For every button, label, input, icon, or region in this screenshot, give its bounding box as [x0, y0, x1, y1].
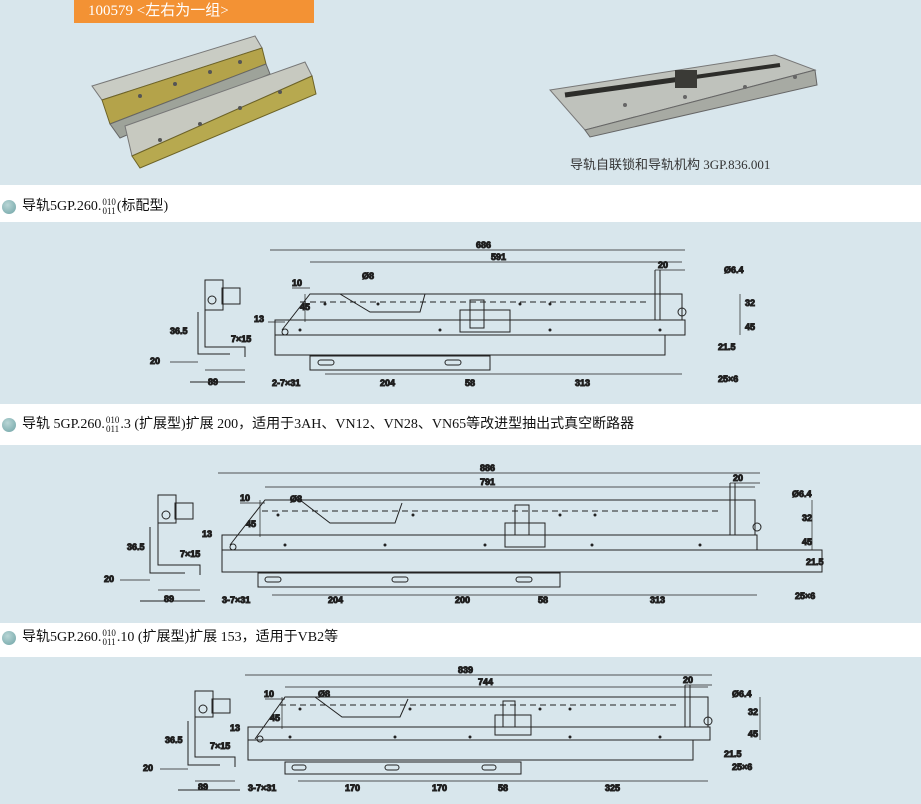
dim-hole: Ø6.4	[792, 489, 812, 499]
dim-45-right: 45	[748, 729, 758, 739]
dim-45-right: 45	[745, 322, 755, 332]
dim-total: 686	[476, 240, 491, 250]
dim-hole: Ø6.4	[732, 689, 752, 699]
dim-32: 32	[745, 298, 755, 308]
dim-seg-1: 204	[328, 595, 343, 605]
dim-7x15: 7×15	[210, 741, 230, 751]
dim-7x15: 7×15	[231, 334, 251, 344]
interlock-mechanism-photo	[549, 54, 818, 138]
dim-36-5: 36.5	[170, 326, 188, 336]
drawing-band-2	[0, 445, 921, 623]
dim-25x6: 25×6	[795, 591, 815, 601]
photo-caption: 导轨自联锁和导轨机构 3GP.836.001	[570, 157, 771, 172]
dim-20-left: 20	[150, 356, 160, 366]
dim-inner: 744	[478, 677, 493, 687]
dim-13: 13	[230, 723, 240, 733]
dim-10: 10	[292, 278, 302, 288]
dim-45-left: 45	[300, 302, 310, 312]
dim-89: 89	[208, 377, 218, 387]
dim-seg-3: 58	[538, 595, 548, 605]
dim-seg-4: 325	[605, 783, 620, 793]
bullet-icon	[2, 418, 16, 432]
dim-seg-2: 200	[455, 595, 470, 605]
dim-total: 886	[480, 463, 495, 473]
dim-21-5: 21.5	[718, 342, 736, 352]
dim-89: 89	[164, 594, 174, 604]
dim-phi8: Ø8	[318, 689, 330, 699]
end-view-bracket	[178, 690, 240, 791]
dim-seg-2: 58	[465, 378, 475, 388]
dim-32: 32	[748, 707, 758, 717]
dim-36-5: 36.5	[127, 542, 145, 552]
bullet-icon	[2, 200, 16, 214]
end-view-bracket	[140, 494, 205, 602]
dim-7x15: 7×15	[180, 549, 200, 559]
dim-hole: Ø6.4	[724, 265, 744, 275]
dim-total: 839	[458, 665, 473, 675]
dim-45-right: 45	[802, 537, 812, 547]
dim-20: 20	[733, 473, 743, 483]
dim-slots: 2-7×31	[272, 378, 300, 388]
dim-inner: 791	[480, 477, 495, 487]
dim-25x6: 25×6	[718, 374, 738, 384]
dim-20-left: 20	[143, 763, 153, 773]
dim-10: 10	[264, 689, 274, 699]
rail-drawing-1: 686 591 20 Ø6.4 10 Ø8 45 13 7×15 32 45 2…	[150, 240, 756, 389]
dim-seg-3: 58	[498, 783, 508, 793]
rail-body	[221, 483, 823, 588]
dim-10: 10	[240, 493, 250, 503]
dim-21-5: 21.5	[806, 557, 824, 567]
dim-seg-1: 170	[345, 783, 360, 793]
rail-body	[274, 270, 687, 371]
dim-20: 20	[658, 260, 668, 270]
rail-drawing-3: 839 744 20 Ø6.4 10 Ø8 45 13 7×15 32 45 2…	[143, 665, 761, 794]
product-tag: 100579 <左右为一组>	[74, 0, 314, 23]
dim-45-left: 45	[270, 713, 280, 723]
rail-pair-photo	[91, 35, 317, 169]
dim-seg-3: 313	[575, 378, 590, 388]
dim-slots: 3-7×31	[248, 783, 276, 793]
dim-32: 32	[802, 513, 812, 523]
dim-89: 89	[198, 782, 208, 792]
dim-13: 13	[254, 314, 264, 324]
dim-seg-1: 204	[380, 378, 395, 388]
dim-36-5: 36.5	[165, 735, 183, 745]
dim-20: 20	[683, 675, 693, 685]
bullet-icon	[2, 631, 16, 645]
rail-body	[247, 685, 713, 775]
dim-13: 13	[202, 529, 212, 539]
dim-phi8: Ø8	[290, 494, 302, 504]
dim-phi8: Ø8	[362, 271, 374, 281]
dim-seg-2: 170	[432, 783, 447, 793]
dim-21-5: 21.5	[724, 749, 742, 759]
dim-inner: 591	[491, 252, 506, 262]
dim-45-left: 45	[246, 519, 256, 529]
dim-20-left: 20	[104, 574, 114, 584]
dim-seg-4: 313	[650, 595, 665, 605]
drawing-band-3	[0, 657, 921, 804]
end-view-bracket	[190, 279, 246, 383]
rail-drawing-2: 886 791 20 Ø6.4 10 Ø8 45 13 7×15 32 45 2…	[104, 463, 825, 606]
dim-slots: 3-7×31	[222, 595, 250, 605]
dim-25x6: 25×6	[732, 762, 752, 772]
